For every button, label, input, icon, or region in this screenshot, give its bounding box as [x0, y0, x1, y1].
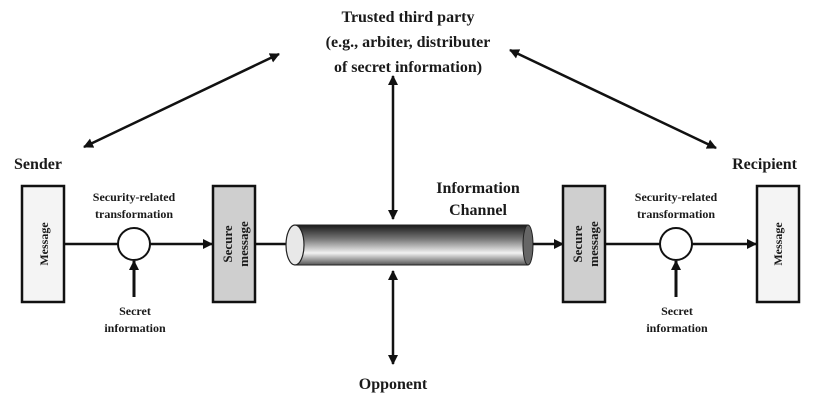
sender-message-label: Message: [37, 222, 51, 266]
sender-secure-line1: Secure: [220, 225, 235, 263]
trusted-party-line1: Trusted third party: [341, 9, 474, 26]
recipient-trusted-arrow: [509, 48, 717, 150]
recipient-secure-line1: Secure: [570, 225, 585, 263]
recipient-secret-line2: information: [646, 321, 708, 335]
recipient-message-box: [755, 184, 801, 304]
sender-transform-line2: transformation: [95, 207, 173, 221]
recipient-secure-line2: message: [586, 221, 601, 267]
sender-transform-line1: Security-related: [93, 190, 176, 204]
recipient-secure-message-box: [561, 184, 607, 304]
sender-transform-circle: [117, 227, 151, 261]
recipient-transform-line1: Security-related: [635, 190, 718, 204]
recipient-transform-line2: transformation: [637, 207, 715, 221]
opponent-label: Opponent: [359, 376, 428, 393]
sender-title: Sender: [14, 156, 62, 173]
recipient-message-label: Message: [771, 222, 785, 266]
recipient-title: Recipient: [732, 156, 798, 173]
trusted-third-party-label: Trusted third party (e.g., arbiter, dist…: [326, 9, 491, 76]
recipient-secret-line1: Secret: [661, 304, 693, 318]
sender-secret-line2: information: [104, 321, 166, 335]
channel-line1: Information: [436, 180, 520, 197]
sender-trusted-arrow: [83, 52, 280, 149]
recipient-transform-circle: [659, 227, 693, 261]
channel-line2: Channel: [449, 202, 507, 219]
sender-secure-line2: message: [236, 221, 251, 267]
information-channel-pipe: [285, 224, 534, 266]
trusted-party-line2: (e.g., arbiter, distributer: [326, 34, 491, 51]
trusted-party-line3: of secret information): [334, 59, 482, 76]
sender-secret-line1: Secret: [119, 304, 151, 318]
